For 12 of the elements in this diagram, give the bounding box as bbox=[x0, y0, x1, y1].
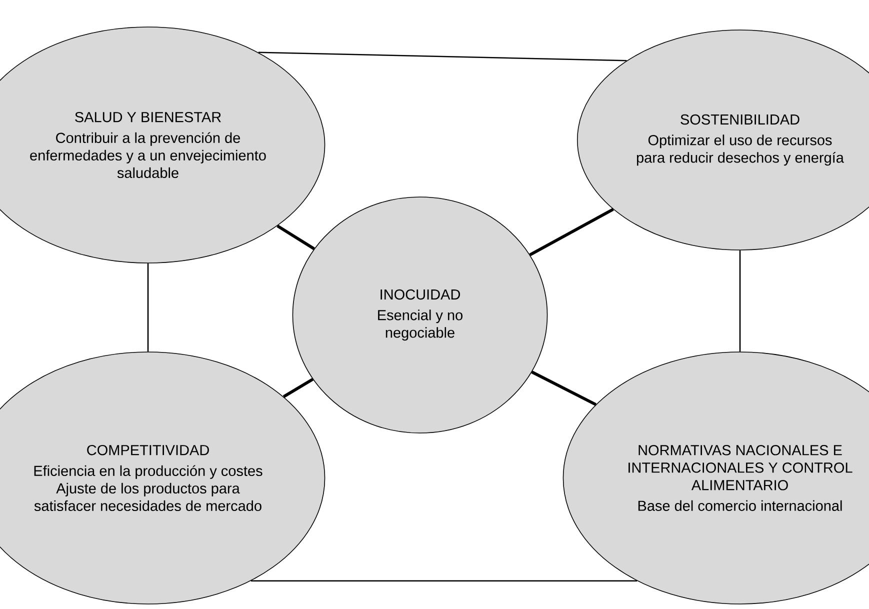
connector-line bbox=[147, 263, 149, 352]
ellipse-node: NORMATIVAS NACIONALES E INTERNACIONALES Y CONTROL ALIMENTARIO Base del comercio internacional bbox=[562, 352, 869, 604]
connector-line bbox=[250, 580, 638, 582]
connector-line bbox=[531, 370, 596, 406]
connector-line bbox=[258, 52, 627, 62]
connector-line bbox=[276, 224, 315, 250]
connector-line bbox=[529, 208, 614, 256]
connector-line bbox=[282, 378, 314, 398]
ellipse-node: INOCUIDAD Esencial y no negociable bbox=[292, 196, 548, 434]
ellipse-node: SOSTENIBILIDAD Optimizar el uso de recursos para reducir desechos y energía bbox=[576, 30, 869, 250]
ellipse-node: COMPETITIVIDAD Eficiencia en la producción y costes Ajuste de los productos para satisfacer necesidades de mercado bbox=[0, 352, 326, 604]
connector-line bbox=[739, 250, 741, 352]
